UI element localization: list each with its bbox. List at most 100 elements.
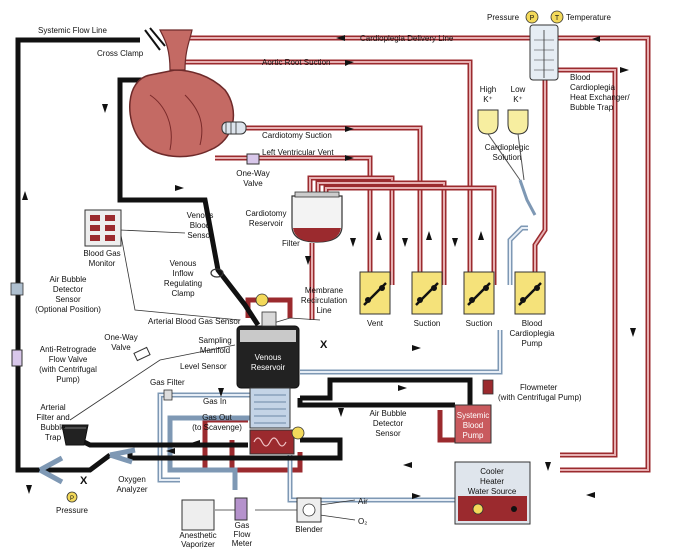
label-air-bubble-left-2: Sensor <box>55 295 81 304</box>
label-cardiotomy-reservoir-1: Reservoir <box>249 219 284 228</box>
label-cross-clamp: Cross Clamp <box>97 49 144 58</box>
label-art-filter-3: Trap <box>45 433 62 442</box>
cardioplegia-pump-line <box>532 80 548 285</box>
label-venous-clamp-1: Inflow <box>173 269 194 278</box>
label-bc-hx-3: Bubble Trap <box>570 103 614 112</box>
sensor-wires <box>69 229 356 521</box>
label-art-filter-2: Bubble <box>41 423 66 432</box>
temperature-sensor-icon <box>255 293 269 307</box>
labels: Systemic Flow Line Cross Clamp Cardiople… <box>35 13 630 549</box>
y-connector-right <box>109 447 136 465</box>
label-anti-retro-0: Anti-Retrograde <box>40 345 97 354</box>
label-air-bubble-left-1: Detector <box>53 285 84 294</box>
label-suction-2: Suction <box>466 319 493 328</box>
label-gas-flow-2: Meter <box>232 539 253 548</box>
label-cooler-2: Water Source <box>468 487 517 496</box>
label-venous-reservoir-1: Reservoir <box>251 363 286 372</box>
cooler-heater-unit <box>454 461 531 525</box>
blood-gas-monitor <box>84 209 122 247</box>
label-venous-blood-sensor-2: Sensor <box>187 231 213 240</box>
label-vent: Vent <box>367 319 384 328</box>
one-way-valve-left <box>133 346 151 362</box>
label-t-symbol: T <box>555 15 560 22</box>
label-art-filter-1: Filter and <box>36 413 69 422</box>
label-pressure-bottom: Pressure <box>56 506 89 515</box>
flowmeter-sensor <box>482 379 494 395</box>
label-venous-blood-sensor-0: Venous <box>187 211 214 220</box>
high-k-bag <box>477 109 521 181</box>
suction-wand <box>221 121 247 135</box>
pump-suction-1 <box>411 271 443 315</box>
label-aortic-root-suction: Aortic Root Suction <box>262 58 330 67</box>
lv-vent-line <box>215 155 373 285</box>
label-blender: Blender <box>295 525 323 534</box>
label-air-bubble-left-3: (Optional Position) <box>35 305 101 314</box>
label-cooler-0: Cooler <box>480 467 504 476</box>
label-filter: Filter <box>282 239 300 248</box>
pressure-gauge-icon <box>525 10 539 24</box>
label-gas-out-1: (to Scavenge) <box>192 423 242 432</box>
pressure-gauge-bottom-icon <box>66 491 78 503</box>
label-blood-gas-monitor-1: Monitor <box>89 259 116 268</box>
label-flowmeter-1: (with Centrifugal Pump) <box>498 393 582 402</box>
label-venous-clamp-0: Venous <box>170 259 197 268</box>
air-bubble-detector-left <box>10 282 24 296</box>
label-lv-vent: Left Ventricular Vent <box>262 148 334 157</box>
label-air-bubble-center-1: Detector <box>373 419 404 428</box>
cardiotomy-suction-line <box>245 125 423 285</box>
label-low-k-1: K⁺ <box>513 95 523 104</box>
water-lines <box>157 225 528 503</box>
label-cardioplegic-0: Cardioplegic <box>485 143 529 152</box>
label-venous-clamp-3: Clamp <box>171 289 195 298</box>
label-gas-out-0: Gas Out <box>202 413 233 422</box>
systemic-blood-pump <box>454 404 492 444</box>
label-vaporizer-1: Vaporizer <box>181 540 215 549</box>
label-systemic-flow-line: Systemic Flow Line <box>38 26 107 35</box>
label-air-bubble-center-2: Sensor <box>375 429 401 438</box>
anti-retrograde-valve <box>11 349 23 367</box>
label-x-center: X <box>320 339 328 351</box>
low-k-bag <box>507 109 529 181</box>
label-high-k-1: K⁺ <box>483 95 493 104</box>
pump-vent <box>359 271 391 315</box>
label-sys-pump-2: Pump <box>463 431 484 440</box>
label-high-k-0: High <box>480 85 496 94</box>
gas-filter <box>163 389 173 401</box>
label-one-way-left-1: Valve <box>111 343 131 352</box>
label-bc-hx-2: Heat Exchanger/ <box>570 93 630 102</box>
label-anti-retro-1: Flow Valve <box>49 355 88 364</box>
label-membrane-1: Recirculation <box>301 296 347 305</box>
lv-vent-valve <box>246 153 260 165</box>
label-p-symbol: P <box>530 15 535 22</box>
label-gas-flow-1: Flow <box>234 530 251 539</box>
label-bc-pump-2: Pump <box>522 339 543 348</box>
label-air-bubble-center-0: Air Bubble <box>370 409 407 418</box>
gas-flow-meter <box>234 497 248 521</box>
label-o2: O₂ <box>358 517 367 526</box>
blender <box>296 497 322 523</box>
cardiotomy-reservoir <box>291 191 343 243</box>
label-temperature-top: Temperature <box>566 13 611 22</box>
label-bc-hx-0: Blood <box>570 73 590 82</box>
systemic-flow-line <box>15 37 140 473</box>
label-oxygen-analyzer-1: Analyzer <box>116 485 147 494</box>
label-sampling-1: Manifold <box>200 346 230 355</box>
label-pressure-top: Pressure <box>487 13 520 22</box>
pump-suction-2 <box>463 271 495 315</box>
heart <box>129 27 235 158</box>
label-cardiotomy-suction: Cardiotomy Suction <box>262 131 332 140</box>
label-arterial-bgs: Arterial Blood Gas Sensor <box>148 317 241 326</box>
label-p-bottom: P <box>70 496 74 502</box>
pump-return-lines <box>307 175 497 285</box>
label-level-sensor: Level Sensor <box>180 362 227 371</box>
label-blood-gas-monitor-0: Blood Gas <box>83 249 120 258</box>
label-bc-pump-0: Blood <box>522 319 542 328</box>
label-air-bubble-left-0: Air Bubble <box>50 275 87 284</box>
label-cardioplegia-delivery-line: Cardioplegia Delivery Line <box>360 34 454 43</box>
temperature-gauge-icon <box>550 10 564 24</box>
label-bc-pump-1: Cardioplegia <box>510 329 555 338</box>
cardioplegia-heat-exchanger <box>529 24 559 81</box>
oxygenator-temp-icon <box>291 426 305 440</box>
flow-arrows <box>22 35 636 499</box>
